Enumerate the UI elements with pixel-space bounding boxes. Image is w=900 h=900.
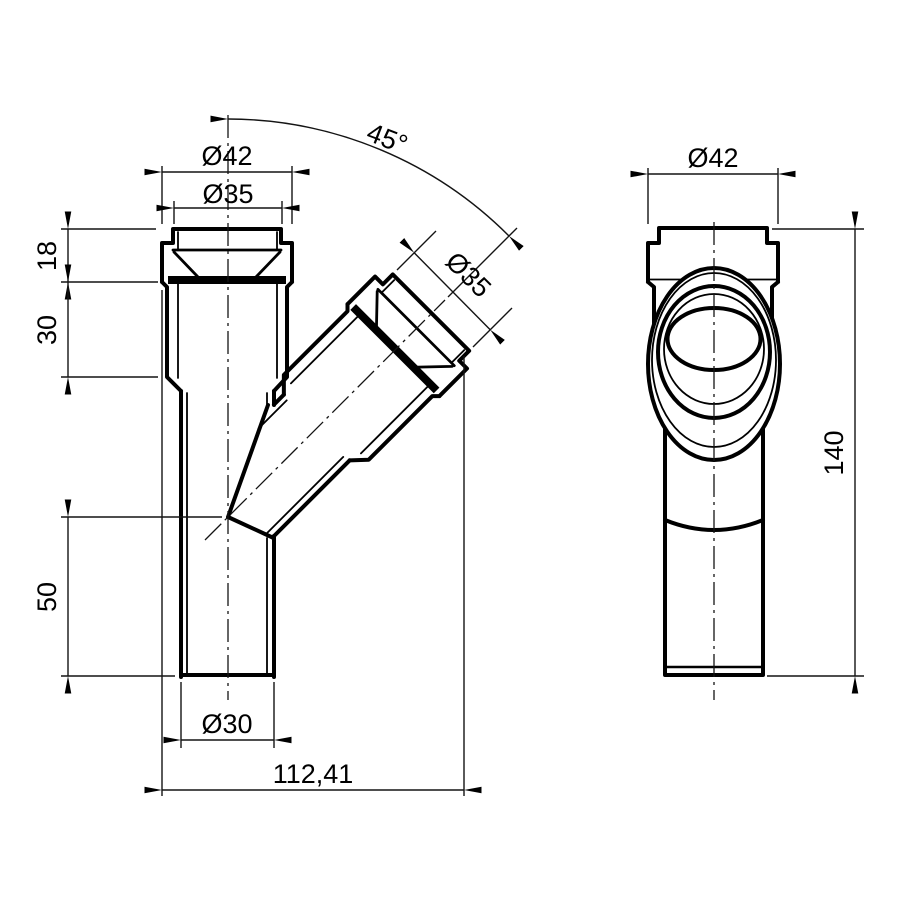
front-branch-socket bbox=[257, 267, 477, 540]
side-view bbox=[646, 222, 782, 700]
dim-label-30: 30 bbox=[32, 315, 62, 345]
dim-label-112-41: 112,41 bbox=[273, 759, 354, 789]
front-top-socket bbox=[162, 229, 292, 391]
dim-arc-45deg bbox=[210, 115, 524, 251]
dim-label-d42-front: Ø42 bbox=[201, 141, 252, 171]
dim-label-140: 140 bbox=[819, 430, 849, 475]
dim-label-18: 18 bbox=[32, 241, 62, 271]
front-pipe-inner-lines bbox=[186, 392, 268, 674]
dim-label-45deg: 45° bbox=[363, 117, 412, 160]
extension-lines-side bbox=[647, 168, 864, 677]
dim-line-d35-branch bbox=[399, 237, 505, 345]
dim-label-d30: Ø30 bbox=[201, 709, 252, 739]
dim-label-d42-side: Ø42 bbox=[687, 143, 738, 173]
dim-label-d35-branch: Ø35 bbox=[440, 246, 497, 303]
dim-label-d35-front: Ø35 bbox=[202, 179, 253, 209]
front-dimensions: Ø42 Ø35 18 30 50 Ø30 112,41 45° Ø35 bbox=[32, 115, 524, 796]
front-pipe-outline bbox=[179, 389, 276, 679]
side-dimensions: Ø42 140 bbox=[630, 143, 864, 694]
dim-label-50: 50 bbox=[32, 582, 62, 612]
